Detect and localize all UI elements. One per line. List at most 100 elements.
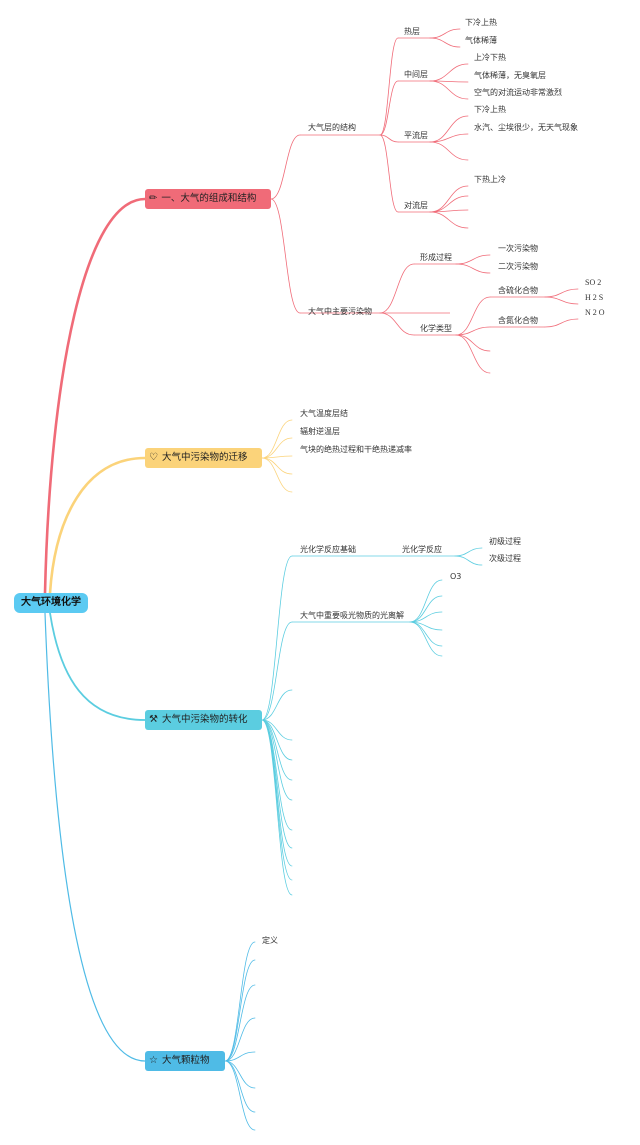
pencil-icon: ✏ bbox=[149, 193, 158, 204]
thermo-item[interactable]: 下冷上热 bbox=[465, 18, 497, 27]
connector-45 bbox=[261, 437, 293, 459]
formation-item[interactable]: 二次污染物 bbox=[498, 262, 538, 271]
branch-label: 大气颗粒物 bbox=[161, 1055, 210, 1066]
connector-44 bbox=[261, 419, 293, 459]
chemtype-label[interactable]: 化学类型 bbox=[420, 324, 452, 333]
hammer-icon: ⚒ bbox=[149, 714, 158, 725]
connector-27 bbox=[429, 211, 469, 229]
connector-64 bbox=[454, 555, 483, 566]
connector-42 bbox=[544, 296, 579, 305]
branch-label: 大气中污染物的迁移 bbox=[161, 452, 248, 463]
connector-8 bbox=[379, 37, 399, 136]
connector-17 bbox=[429, 37, 461, 48]
star-icon: ☆ bbox=[149, 1055, 158, 1066]
meso-item[interactable]: 空气的对流运动非常激烈 bbox=[474, 88, 562, 97]
connector-63 bbox=[454, 547, 483, 557]
formation-label[interactable]: 形成过程 bbox=[420, 253, 452, 262]
sulfur-compounds-label[interactable]: 含硫化合物 bbox=[498, 286, 538, 295]
connector-67 bbox=[409, 595, 443, 623]
connector-74 bbox=[224, 984, 256, 1062]
connector-11 bbox=[379, 134, 399, 213]
connector-4 bbox=[270, 134, 301, 200]
particulate-item[interactable]: 定义 bbox=[262, 936, 278, 945]
thermosphere-label[interactable]: 热层 bbox=[404, 27, 420, 36]
connector-68 bbox=[409, 611, 443, 623]
connector-56 bbox=[261, 719, 293, 831]
connector-73 bbox=[224, 959, 256, 1062]
connector-22 bbox=[429, 133, 469, 143]
branch-connector-2 bbox=[49, 612, 146, 721]
formation-item[interactable]: 一次污染物 bbox=[498, 244, 538, 253]
connector-33 bbox=[455, 254, 491, 265]
branch-pollutant-transformation[interactable]: ⚒ 大气中污染物的转化 bbox=[145, 710, 262, 730]
strato-item[interactable]: 下冷上热 bbox=[474, 105, 506, 114]
tropo-item[interactable]: 下热上冷 bbox=[474, 175, 506, 184]
connector-30 bbox=[379, 312, 415, 336]
connector-79 bbox=[224, 1060, 256, 1131]
connector-59 bbox=[261, 719, 293, 881]
pollutants-label[interactable]: 大气中主要污染物 bbox=[308, 307, 372, 316]
connector-36 bbox=[455, 326, 491, 336]
connector-41 bbox=[544, 288, 579, 298]
connector-38 bbox=[455, 334, 491, 374]
connector-5 bbox=[270, 198, 301, 314]
meso-item[interactable]: 气体稀薄，无臭氧层 bbox=[474, 71, 546, 80]
stratosphere-label[interactable]: 平流层 bbox=[404, 131, 428, 140]
connector-37 bbox=[455, 334, 491, 352]
sulfur-item[interactable]: H 2 S bbox=[585, 293, 604, 302]
sulfur-item[interactable]: SO 2 bbox=[585, 278, 602, 287]
connector-24 bbox=[429, 185, 469, 213]
branch-connector-3 bbox=[44, 612, 146, 1062]
connector-48 bbox=[261, 457, 293, 493]
connector-49 bbox=[261, 555, 293, 721]
connector-54 bbox=[261, 719, 293, 781]
connector-35 bbox=[455, 296, 491, 336]
branch-connector-0 bbox=[43, 197, 147, 595]
photolysis-label[interactable]: 大气中重要吸光物质的光离解 bbox=[300, 611, 404, 620]
troposphere-label[interactable]: 对流层 bbox=[404, 201, 428, 210]
migration-item[interactable]: 气块的绝热过程和干绝热递减率 bbox=[300, 445, 412, 454]
connector-34 bbox=[455, 263, 491, 274]
strato-item[interactable]: 水汽、尘埃很少，无天气现象 bbox=[474, 123, 578, 132]
branch-label: 大气中污染物的转化 bbox=[161, 714, 248, 725]
meso-item[interactable]: 上冷下热 bbox=[474, 53, 506, 62]
structure-label[interactable]: 大气层的结构 bbox=[308, 123, 356, 132]
photochem-basis-label[interactable]: 光化学反应基础 bbox=[300, 545, 356, 554]
branch-connector-1 bbox=[48, 456, 147, 595]
nitrogen-item[interactable]: N 2 O bbox=[585, 308, 605, 317]
connector-71 bbox=[409, 621, 443, 657]
connector-72 bbox=[224, 941, 256, 1062]
migration-item[interactable]: 辐射逆温层 bbox=[300, 427, 340, 436]
connector-29 bbox=[379, 263, 415, 314]
connector-51 bbox=[261, 689, 293, 721]
connector-23 bbox=[429, 141, 469, 161]
nitrogen-compounds-label[interactable]: 含氮化合物 bbox=[498, 316, 538, 325]
connector-47 bbox=[261, 457, 293, 475]
photochem-item[interactable]: 次级过程 bbox=[489, 554, 521, 563]
branch-particulates[interactable]: ☆ 大气颗粒物 bbox=[145, 1051, 225, 1071]
connector-75 bbox=[224, 1017, 256, 1062]
connector-21 bbox=[429, 115, 469, 143]
photolysis-item[interactable]: O3 bbox=[450, 572, 462, 581]
connector-18 bbox=[429, 63, 469, 82]
connector-43 bbox=[544, 318, 579, 328]
connector-16 bbox=[429, 28, 461, 39]
connector-78 bbox=[224, 1060, 256, 1113]
branch-pollutant-migration[interactable]: ♡ 大气中污染物的迁移 bbox=[145, 448, 262, 468]
connector-55 bbox=[261, 719, 293, 801]
root-node[interactable]: 大气环境化学 bbox=[14, 593, 88, 613]
thermo-item[interactable]: 气体稀薄 bbox=[465, 36, 497, 45]
connector-20 bbox=[429, 80, 469, 100]
connector-76 bbox=[224, 1051, 256, 1062]
branch-composition-structure[interactable]: ✏ 一、大气的组成和结构 bbox=[145, 189, 271, 209]
heart-icon: ♡ bbox=[149, 452, 158, 463]
connector-25 bbox=[429, 195, 469, 213]
connector-10 bbox=[379, 134, 399, 143]
connector-77 bbox=[224, 1060, 256, 1089]
photochem-reaction-label[interactable]: 光化学反应 bbox=[402, 545, 442, 554]
migration-item[interactable]: 大气温度层结 bbox=[300, 409, 348, 418]
connector-9 bbox=[379, 80, 399, 136]
photochem-item[interactable]: 初级过程 bbox=[489, 537, 521, 546]
connector-66 bbox=[409, 579, 443, 623]
mesosphere-label[interactable]: 中间层 bbox=[404, 70, 428, 79]
